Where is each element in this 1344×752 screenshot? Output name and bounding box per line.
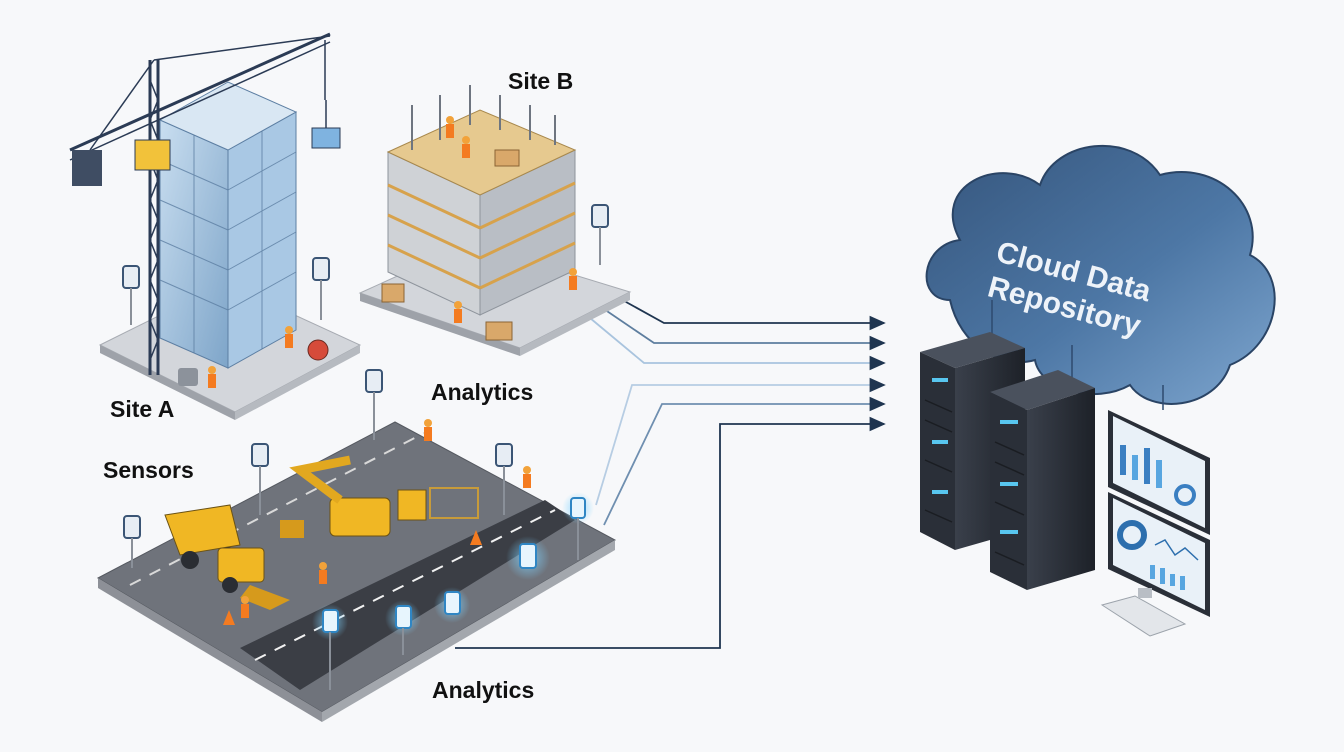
sensor-icon xyxy=(444,591,461,615)
worker-figure xyxy=(241,596,249,618)
worker-figure xyxy=(462,136,470,158)
sensor-icon xyxy=(123,515,141,568)
worker-figure xyxy=(446,116,454,138)
monitor-icon xyxy=(1108,410,1210,535)
crane-counterweight xyxy=(72,150,102,186)
loader-icon xyxy=(217,547,290,610)
sensor-icon xyxy=(312,257,330,320)
connector-line-2 xyxy=(597,304,886,351)
crane-icon xyxy=(69,32,331,375)
site-b-label: Site B xyxy=(508,68,574,94)
sensor-icon xyxy=(570,497,586,560)
data-connectors xyxy=(455,291,886,649)
worker-figure xyxy=(319,562,327,584)
analytics-label-top: Analytics xyxy=(431,379,534,405)
connector-line-4 xyxy=(595,377,886,506)
crane-load xyxy=(311,127,341,149)
worker-figure xyxy=(424,419,432,441)
sensor-icon xyxy=(591,204,609,265)
server-rack-icon xyxy=(990,370,1095,590)
crane-cab xyxy=(134,139,171,171)
sensor-icon xyxy=(495,443,513,515)
worker-figure xyxy=(285,326,293,348)
sensor-icon xyxy=(395,605,412,655)
connector-line-3 xyxy=(589,317,886,371)
connector-line-1 xyxy=(607,291,886,331)
keyboard xyxy=(1100,595,1187,637)
connector-line-6 xyxy=(455,416,886,649)
worker-figure xyxy=(569,268,577,290)
asphalt-road xyxy=(240,500,575,690)
sensor-icon xyxy=(322,609,339,690)
sensor-icon xyxy=(365,369,383,440)
worker-figure xyxy=(454,301,462,323)
site-a-label: Site A xyxy=(110,396,175,422)
excavator-icon xyxy=(280,455,391,538)
sensor-icon xyxy=(122,265,140,325)
worker-figure xyxy=(523,466,531,488)
analytics-label-bottom: Analytics xyxy=(432,677,535,703)
sensors-label: Sensors xyxy=(103,457,194,483)
road-site-group xyxy=(96,369,617,722)
site-b-group xyxy=(358,85,632,356)
site-a-group xyxy=(69,32,362,420)
connector-line-5 xyxy=(603,396,886,526)
worker-figure xyxy=(208,366,216,388)
cable-spool xyxy=(307,339,329,361)
monitor-icon xyxy=(1108,492,1210,617)
sensor-icon xyxy=(251,443,269,515)
sensor-icon xyxy=(519,543,537,569)
